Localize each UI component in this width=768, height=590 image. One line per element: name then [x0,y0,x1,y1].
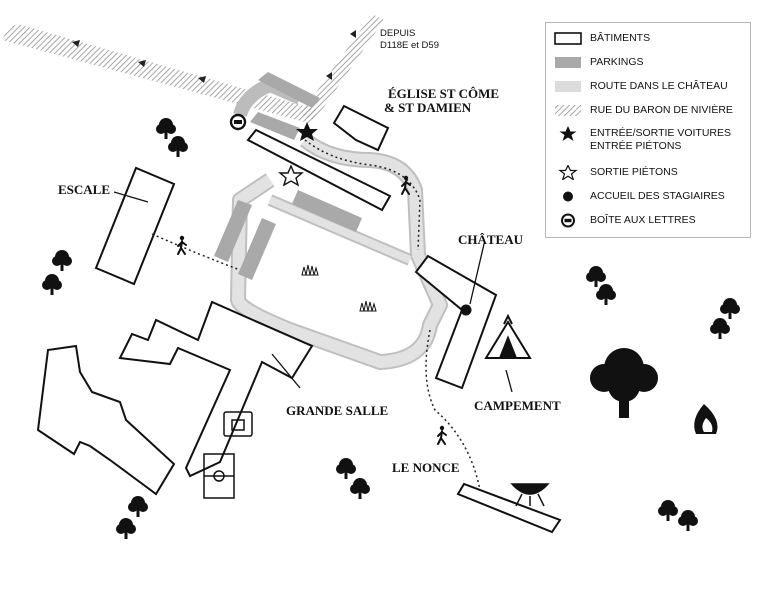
building-outline-icon [554,32,582,45]
long-building-north [246,128,392,212]
escale-label: ESCALE [58,182,111,197]
map-legend: BÂTIMENTS PARKINGS ROUTE DANS LE CHÂTEAU… [545,22,751,238]
origin-label-roads: D118E et D59 [380,40,439,51]
legend-row-parkings: PARKINGS [546,54,750,72]
legend-row-street: RUE DU BARON DE NIVIÈRE [546,102,750,120]
big-tree-icon [590,348,658,418]
grande-salle-label: GRANDE SALLE [286,403,389,418]
legend-row-buildings: BÂTIMENTS [546,30,750,48]
west-building [36,344,176,496]
foot-paths [151,139,481,491]
church-building [332,104,390,152]
mailbox-map-icon [229,113,247,131]
outline-star-icon [558,165,578,180]
label-leaders [113,191,513,393]
legend-label: SORTIE PIÉTONS [590,166,678,178]
le-nonce-building [456,482,562,534]
chateau-label: CHÂTEAU [458,232,524,247]
hatched-street [2,14,384,124]
legend-row-entry: ENTRÉE/SORTIE VOITURES ENTRÉE PIÉTONS [546,125,750,157]
legend-row-mailbox: BOÎTE AUX LETTRES [546,212,750,230]
parking-swatch-icon [555,57,581,68]
parkings [214,72,362,280]
legend-label: BÂTIMENTS [590,32,651,44]
grande-salle-building [118,300,314,478]
legend-row-pedestrian-exit: SORTIE PIÉTONS [546,164,750,182]
grass-icons [301,264,377,312]
hatched-street-icon [555,105,581,116]
filled-star-icon [559,126,577,141]
mailbox-icon [561,213,575,228]
legend-label: ACCUEIL DES STAGIAIRES [590,190,725,202]
map-markers [229,113,472,316]
legend-label: PARKINGS [590,56,644,68]
reception-dot-icon [460,304,472,316]
church-label-line2: & ST DAMIEN [384,100,472,115]
legend-row-internal-road: ROUTE DANS LE CHÂTEAU [546,78,750,96]
legend-row-reception: ACCUEIL DES STAGIAIRES [546,188,750,206]
legend-label: BOÎTE AUX LETTRES [590,214,696,226]
legend-label: RUE DU BARON DE NIVIÈRE [590,104,733,116]
origin-label-depuis: DEPUIS [380,28,416,39]
barbecue-icon [510,483,550,507]
campement-label: CAMPEMENT [474,398,561,413]
church-label-line1: ÉGLISE ST CÔME [388,86,500,101]
le-nonce-label: LE NONCE [392,460,460,475]
legend-label: ENTRÉE/SORTIE VOITURES [590,127,731,139]
sport-fields [203,411,253,499]
legend-label-line2: ENTRÉE PIÉTONS [590,140,682,152]
internal-road-swatch-icon [555,81,581,92]
buildings [36,104,562,534]
escale-building [94,166,176,286]
tent-icon [484,313,532,359]
filled-dot-icon [563,191,573,202]
pedestrian-exit-star-icon [278,164,304,187]
legend-label: ROUTE DANS LE CHÂTEAU [590,80,728,92]
campfire-icon [694,404,718,434]
entry-star-icon [296,122,318,141]
